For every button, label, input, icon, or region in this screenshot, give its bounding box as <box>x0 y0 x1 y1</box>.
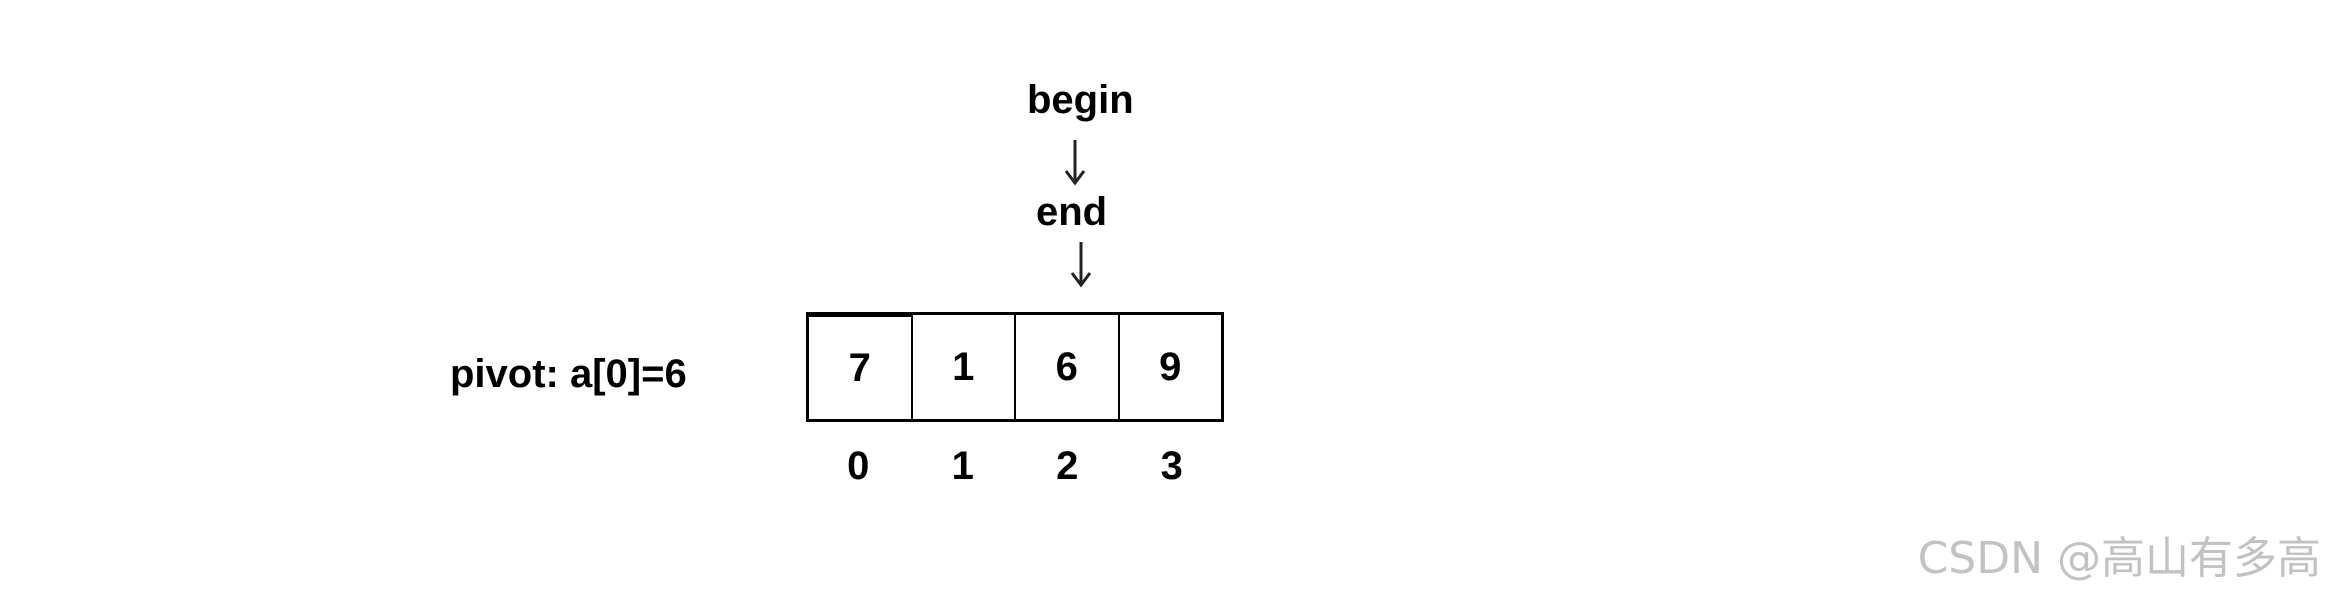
array-cell: 7 <box>809 315 913 419</box>
begin-pointer-label: begin <box>1027 78 1134 122</box>
watermark: CSDN @高山有多高 <box>1917 533 2321 584</box>
array-index: 0 <box>847 444 870 488</box>
array-cell: 6 <box>1016 315 1120 419</box>
end-down-arrow-icon <box>1070 242 1092 288</box>
array-indices: 0 1 2 3 <box>806 446 1224 486</box>
array-cell: 9 <box>1159 344 1182 389</box>
array-index: 3 <box>1160 444 1183 488</box>
array-cells: 7 1 6 9 <box>806 312 1224 422</box>
array-cell: 1 <box>913 315 1016 419</box>
begin-down-arrow-icon <box>1064 140 1086 186</box>
end-pointer-label: end <box>1036 190 1108 234</box>
array-index: 2 <box>1056 444 1079 488</box>
array-index: 1 <box>951 444 974 488</box>
pivot-label: pivot: a[0]=6 <box>450 352 687 396</box>
